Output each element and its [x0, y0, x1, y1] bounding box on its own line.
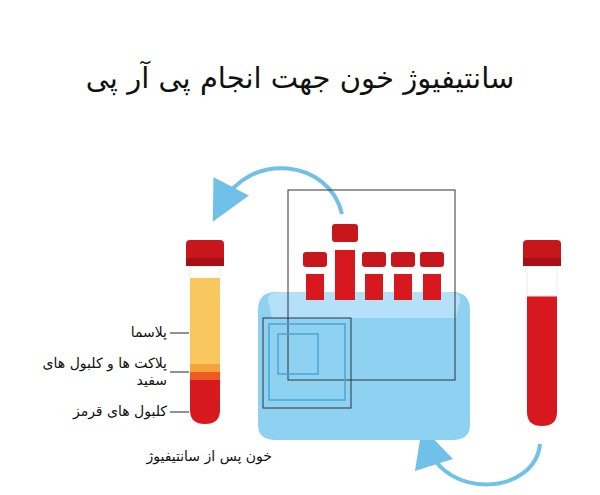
blood-tube — [523, 240, 561, 426]
part-label: کلبول های قرمز — [17, 403, 167, 421]
part-label: پلاسما — [17, 324, 167, 342]
leader-line — [170, 372, 189, 373]
separated-tube — [186, 240, 224, 424]
process-arrow — [222, 168, 342, 214]
caption: خون پس از سانتیفیوژ — [72, 448, 272, 466]
diagram-title: سانتیفیوژ خون جهت انجام پی آر پی — [20, 60, 580, 96]
process-arrow — [428, 444, 540, 484]
centrifuge — [258, 190, 470, 440]
leader-line — [170, 333, 189, 334]
part-label: پلاکت ها و کلبول های سفید — [39, 355, 167, 390]
leader-line — [170, 412, 189, 413]
